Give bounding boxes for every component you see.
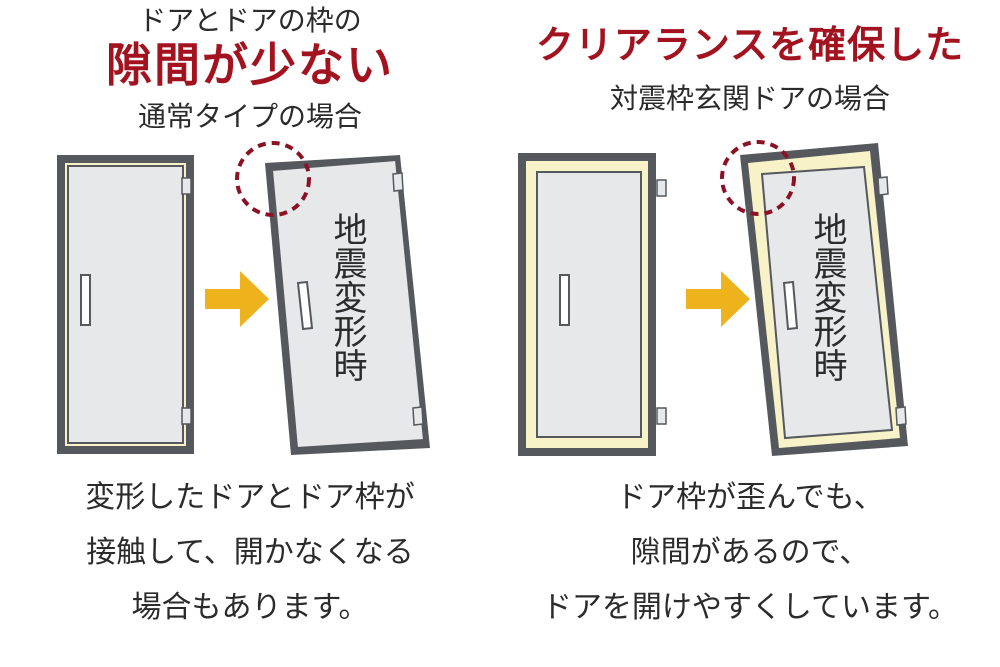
left-deformed-door (235, 141, 430, 455)
left-caption-line3: 場合もあります。 (131, 590, 369, 625)
transition-arrow (205, 271, 269, 327)
deformed-door-panel (760, 165, 894, 440)
deformed-door-panel (270, 158, 426, 450)
hinge-top (656, 179, 667, 197)
panel-clearance-type: クリアランスを確保した 対震枠玄関ドアの場合 地震変形時 ドア枠が歪んでも、 隙… (500, 0, 1000, 667)
door-handle (80, 274, 91, 326)
deformed-door-handle (782, 280, 799, 331)
right-header-line2: 対震枠玄関ドアの場合 (609, 82, 890, 115)
right-deformed-door (720, 140, 908, 456)
right-caption-line1: ドア枠が歪んでも、 (616, 480, 884, 515)
hinge-bottom (656, 407, 667, 425)
left-deformed-label: 地震変形時 (327, 212, 367, 382)
left-diagram: 地震変形時 (57, 141, 430, 455)
left-caption-line2: 接触して、開かなくなる (86, 535, 414, 570)
deformed-hinge-top (877, 176, 889, 196)
left-header-line1: ドアとドアの枠の (138, 4, 362, 37)
right-diagram: 地震変形時 (518, 140, 908, 456)
hinge-top (181, 177, 192, 195)
deformed-hinge-top (392, 172, 404, 192)
deformed-hinge-bottom (412, 406, 424, 426)
panel-standard-type: ドアとドアの枠の 隙間が少ない 通常タイプの場合 地震変形時 変形したドアとドア… (57, 4, 430, 625)
transition-arrow (686, 271, 750, 327)
door-panel (536, 171, 642, 438)
right-normal-door (518, 153, 667, 456)
hinge-bottom (181, 407, 192, 425)
right-caption-line2: 隙間があるので、 (630, 535, 870, 570)
right-deformed-label: 地震変形時 (807, 212, 847, 382)
right-caption-line3: ドアを開けやすくしています。 (541, 590, 959, 625)
left-caption-line1: 変形したドアとドア枠が (85, 480, 415, 515)
deformed-hinge-bottom (895, 406, 907, 426)
clearance-highlight-circle (720, 140, 796, 216)
deformed-door-handle (296, 280, 314, 331)
left-header-line3: 通常タイプの場合 (137, 100, 362, 133)
right-header-emphasis: クリアランスを確保した (535, 22, 965, 67)
left-header-emphasis: 隙間が少ない (106, 38, 394, 92)
contact-highlight-circle (235, 141, 311, 217)
door-handle (559, 274, 570, 326)
left-normal-door (57, 155, 194, 454)
